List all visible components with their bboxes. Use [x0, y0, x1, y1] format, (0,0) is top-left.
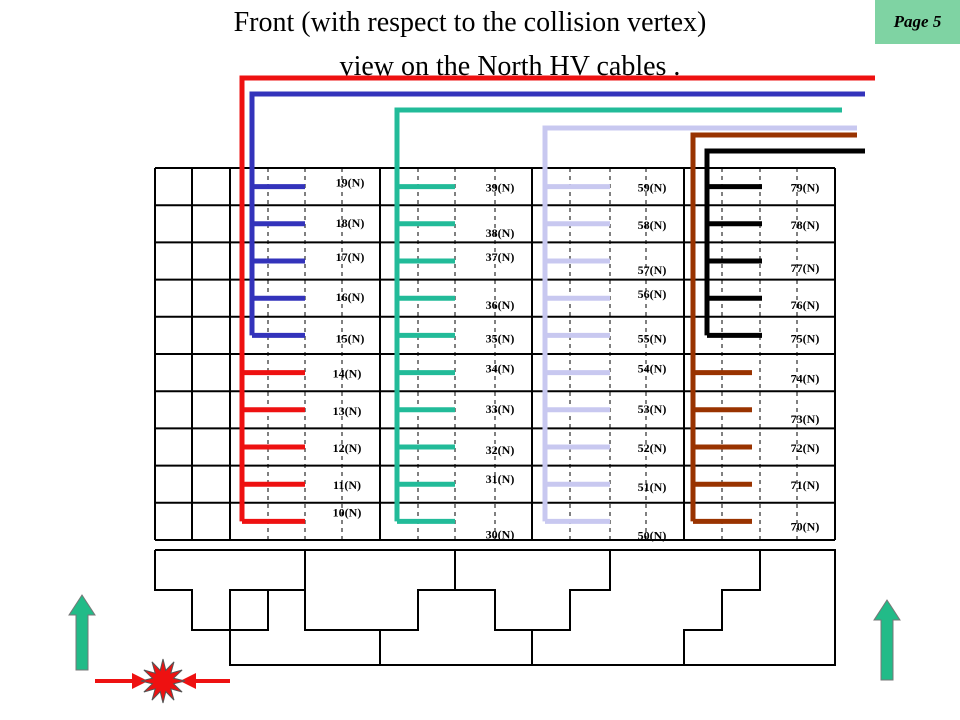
channel-label: 17(N) — [336, 250, 365, 264]
bottom-outline-segment — [155, 549, 381, 666]
right-red-arrow-head-icon — [180, 673, 196, 689]
channel-label: 77(N) — [791, 261, 820, 275]
channel-label: 79(N) — [791, 181, 820, 195]
green-cable-trunk — [394, 107, 842, 522]
title-line-1: Front (with respect to the collision ver… — [233, 7, 707, 38]
left-red-arrow-head-icon — [132, 673, 148, 689]
channel-label: 51(N) — [638, 480, 667, 494]
channel-label: 12(N) — [333, 441, 362, 455]
channel-label: 53(N) — [638, 402, 667, 416]
bottom-outline-segment — [455, 589, 532, 631]
black-cable-trunk — [704, 148, 865, 336]
bottom-outline-segment — [154, 550, 230, 631]
channel-label: 52(N) — [638, 441, 667, 455]
right-up-arrow-icon — [873, 599, 901, 681]
blue-cable-trunk — [249, 91, 865, 336]
brown-cable — [690, 132, 857, 524]
detector-grid — [154, 167, 836, 541]
lavender-cable-trunk — [542, 125, 857, 522]
black-cable — [704, 148, 865, 338]
channel-label: 73(N) — [791, 412, 820, 426]
channel-label: 37(N) — [486, 250, 515, 264]
channel-label: 72(N) — [791, 441, 820, 455]
bottom-outline-segment — [380, 549, 611, 666]
channel-label: 39(N) — [486, 181, 515, 195]
channel-label: 55(N) — [638, 331, 667, 345]
channel-label: 36(N) — [486, 298, 515, 312]
channel-label: 11(N) — [333, 478, 361, 492]
brown-cable-trunk — [690, 132, 857, 522]
channel-label: 33(N) — [486, 402, 515, 416]
channel-label: 10(N) — [333, 505, 362, 519]
green-cable — [394, 107, 842, 524]
channel-label: 58(N) — [638, 218, 667, 232]
channel-label: 16(N) — [336, 290, 365, 304]
channel-label: 30(N) — [486, 527, 515, 541]
channel-label: 34(N) — [486, 362, 515, 376]
channel-label: 13(N) — [333, 404, 362, 418]
lavender-cable — [542, 125, 857, 524]
channel-label: 35(N) — [486, 331, 515, 345]
channel-label: 14(N) — [333, 367, 362, 381]
channel-label: 50(N) — [638, 528, 667, 542]
channel-label: 54(N) — [638, 362, 667, 376]
red-cable — [239, 75, 875, 524]
hv-cables — [239, 75, 875, 524]
channel-label: 75(N) — [791, 331, 820, 345]
channel-label: 56(N) — [638, 287, 667, 301]
channel-label: 18(N) — [336, 216, 365, 230]
blue-cable — [249, 91, 865, 338]
channel-label: 15(N) — [336, 331, 365, 345]
channel-label: 59(N) — [638, 181, 667, 195]
bottom-outline-segment — [230, 589, 305, 631]
channel-label: 38(N) — [486, 226, 515, 240]
page-badge: Page 5 — [875, 0, 960, 44]
channel-label: 31(N) — [486, 472, 515, 486]
channel-label: 70(N) — [791, 519, 820, 533]
bottom-outline — [154, 549, 836, 666]
channel-label: 74(N) — [791, 372, 820, 386]
channel-label: 32(N) — [486, 443, 515, 457]
channel-label: 76(N) — [791, 298, 820, 312]
bottom-outline-segment — [532, 549, 761, 666]
channel-label: 19(N) — [336, 176, 365, 190]
channel-label: 78(N) — [791, 218, 820, 232]
collision-burst-icon — [140, 658, 186, 704]
bottom-outline-segment — [684, 549, 836, 666]
left-up-arrow-icon — [68, 594, 96, 671]
beam-arrows — [68, 594, 901, 704]
channel-label: 57(N) — [638, 263, 667, 277]
channel-labels: 14(N) 13(N) 12(N) 11(N) 10(N) 19(N) 18(N) 17(N)… — [333, 176, 820, 543]
channel-label: 71(N) — [791, 478, 820, 492]
